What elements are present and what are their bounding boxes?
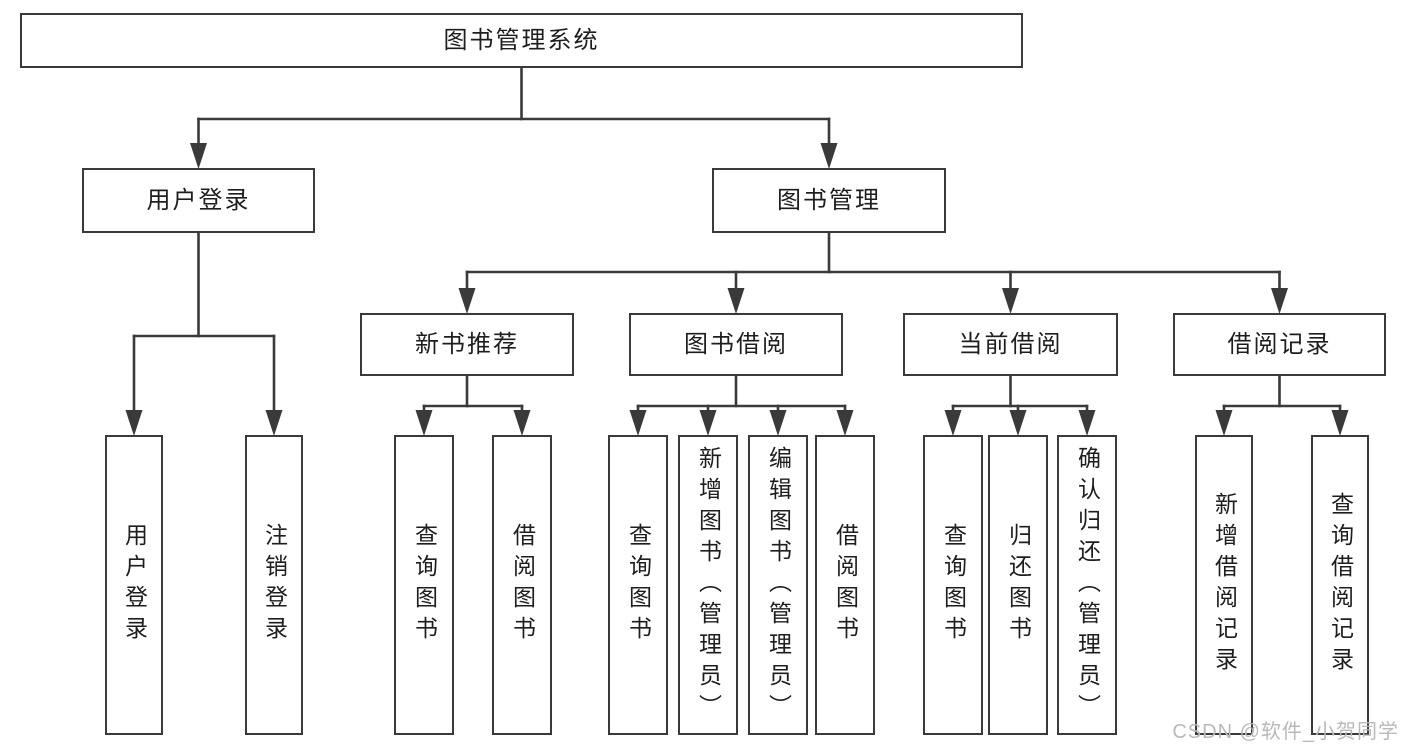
node-leaf-add-book: 新增图书（管理员） — [678, 435, 738, 735]
node-lvl3-records: 借阅记录 — [1173, 313, 1386, 376]
node-leaf-query-record: 查询借阅记录 — [1311, 435, 1369, 735]
node-leaf-logout: 注销登录 — [245, 435, 303, 735]
node-lvl3-new-book: 新书推荐 — [360, 313, 574, 376]
node-root: 图书管理系统 — [20, 13, 1023, 68]
arrowhead-icon — [836, 410, 854, 436]
arrowhead-icon — [769, 410, 787, 436]
node-lvl2-book-mgmt: 图书管理 — [712, 168, 946, 233]
arrowhead-icon — [513, 410, 531, 436]
node-leaf-user-login: 用户登录 — [105, 435, 163, 735]
arrowhead-icon — [820, 143, 838, 169]
arrowhead-icon — [1078, 410, 1096, 436]
arrowhead-icon — [699, 410, 717, 436]
node-lvl3-borrow: 图书借阅 — [629, 313, 843, 376]
arrowhead-icon — [944, 410, 962, 436]
node-leaf-confirm-return: 确认归还（管理员） — [1057, 435, 1117, 735]
arrowhead-icon — [1215, 410, 1233, 436]
arrowhead-icon — [1271, 288, 1288, 314]
node-lvl2-user-login: 用户登录 — [82, 168, 315, 233]
node-leaf-edit-book: 编辑图书（管理员） — [748, 435, 808, 735]
node-leaf-borrow-2: 借阅图书 — [815, 435, 875, 735]
node-leaf-query-2: 查询图书 — [608, 435, 668, 735]
arrowhead-icon — [190, 143, 207, 169]
node-leaf-add-record: 新增借阅记录 — [1195, 435, 1253, 735]
arrowhead-icon — [458, 288, 476, 314]
arrowhead-icon — [629, 410, 647, 436]
node-leaf-query-1: 查询图书 — [394, 435, 454, 735]
node-leaf-query-3: 查询图书 — [923, 435, 983, 735]
node-leaf-return: 归还图书 — [988, 435, 1048, 735]
arrowhead-icon — [265, 410, 283, 436]
arrowhead-icon — [1002, 288, 1019, 314]
arrowhead-icon — [1331, 410, 1349, 436]
node-leaf-borrow-1: 借阅图书 — [492, 435, 552, 735]
arrowhead-icon — [415, 410, 433, 436]
watermark-text: CSDN @软件_小贺同学 — [1172, 721, 1399, 743]
arrowhead-icon — [125, 410, 143, 436]
node-lvl3-current: 当前借阅 — [903, 313, 1118, 376]
arrowhead-icon — [1009, 410, 1027, 436]
arrowhead-icon — [727, 288, 745, 314]
